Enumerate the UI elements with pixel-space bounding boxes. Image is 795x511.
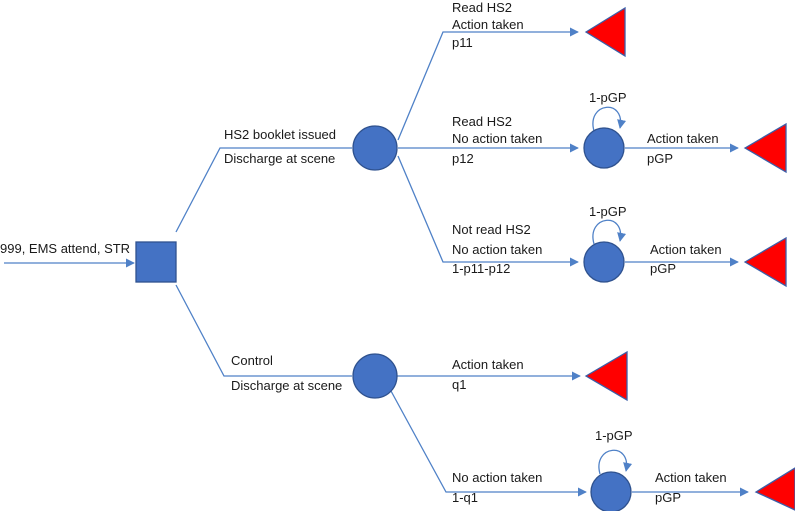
read-action-prob: p11	[452, 35, 473, 50]
markov1-outcome-label: Action taken	[647, 131, 719, 146]
control-action-prob: q1	[452, 377, 466, 392]
tree-labels: 999, EMS attend, STR HS2 booklet issued …	[0, 0, 727, 505]
control-branch-label-2: Discharge at scene	[231, 378, 342, 393]
chance-node-control	[352, 353, 398, 399]
control-branch-label-1: Control	[231, 353, 273, 368]
control-action-label: Action taken	[452, 357, 524, 372]
read-no-action-label-2: No action taken	[452, 131, 542, 146]
loop-markov2	[592, 219, 627, 245]
read-no-action-prob: p12	[452, 151, 474, 166]
terminal-read-action	[584, 6, 626, 58]
edge-decision-to-hs2	[175, 147, 352, 233]
edge-hs2-read-action	[397, 27, 579, 141]
terminal-control-action	[584, 350, 628, 402]
root-label: 999, EMS attend, STR	[0, 241, 130, 256]
loop-markov3	[598, 449, 633, 475]
markov1-loop-label: 1-pGP	[589, 90, 627, 105]
read-action-label-1: Read HS2	[452, 0, 512, 15]
hs2-branch-label-2: Discharge at scene	[224, 151, 335, 166]
loop-markov1	[592, 106, 627, 132]
tree-edges	[4, 27, 749, 497]
markov3-outcome-label: Action taken	[655, 470, 727, 485]
markov-node-not-read	[583, 241, 625, 283]
edge-hs2-not-read	[397, 155, 579, 267]
not-read-label-1: Not read HS2	[452, 222, 531, 237]
edge-decision-to-control	[175, 284, 352, 377]
tree-nodes	[135, 6, 795, 511]
control-no-action-prob: 1-q1	[452, 490, 478, 505]
terminal-read-no-action-outcome	[743, 122, 787, 174]
markov2-outcome-prob: pGP	[650, 261, 676, 276]
terminal-control-no-action-outcome	[754, 467, 795, 511]
read-no-action-label-1: Read HS2	[452, 114, 512, 129]
not-read-label-2: No action taken	[452, 242, 542, 257]
edge-control-no-action	[390, 390, 587, 497]
markov-node-control-no-action	[590, 471, 632, 511]
markov3-loop-label: 1-pGP	[595, 428, 633, 443]
markov-node-read-no-action	[583, 127, 625, 169]
hs2-branch-label-1: HS2 booklet issued	[224, 127, 336, 142]
control-no-action-label: No action taken	[452, 470, 542, 485]
not-read-prob: 1-p11-p12	[452, 261, 510, 276]
terminal-not-read-outcome	[743, 236, 787, 288]
read-action-label-2: Action taken	[452, 17, 524, 32]
markov1-outcome-prob: pGP	[647, 151, 673, 166]
markov3-outcome-prob: pGP	[655, 490, 681, 505]
markov2-loop-label: 1-pGP	[589, 204, 627, 219]
markov2-outcome-label: Action taken	[650, 242, 722, 257]
decision-node	[135, 241, 177, 283]
chance-node-hs2	[352, 125, 398, 171]
